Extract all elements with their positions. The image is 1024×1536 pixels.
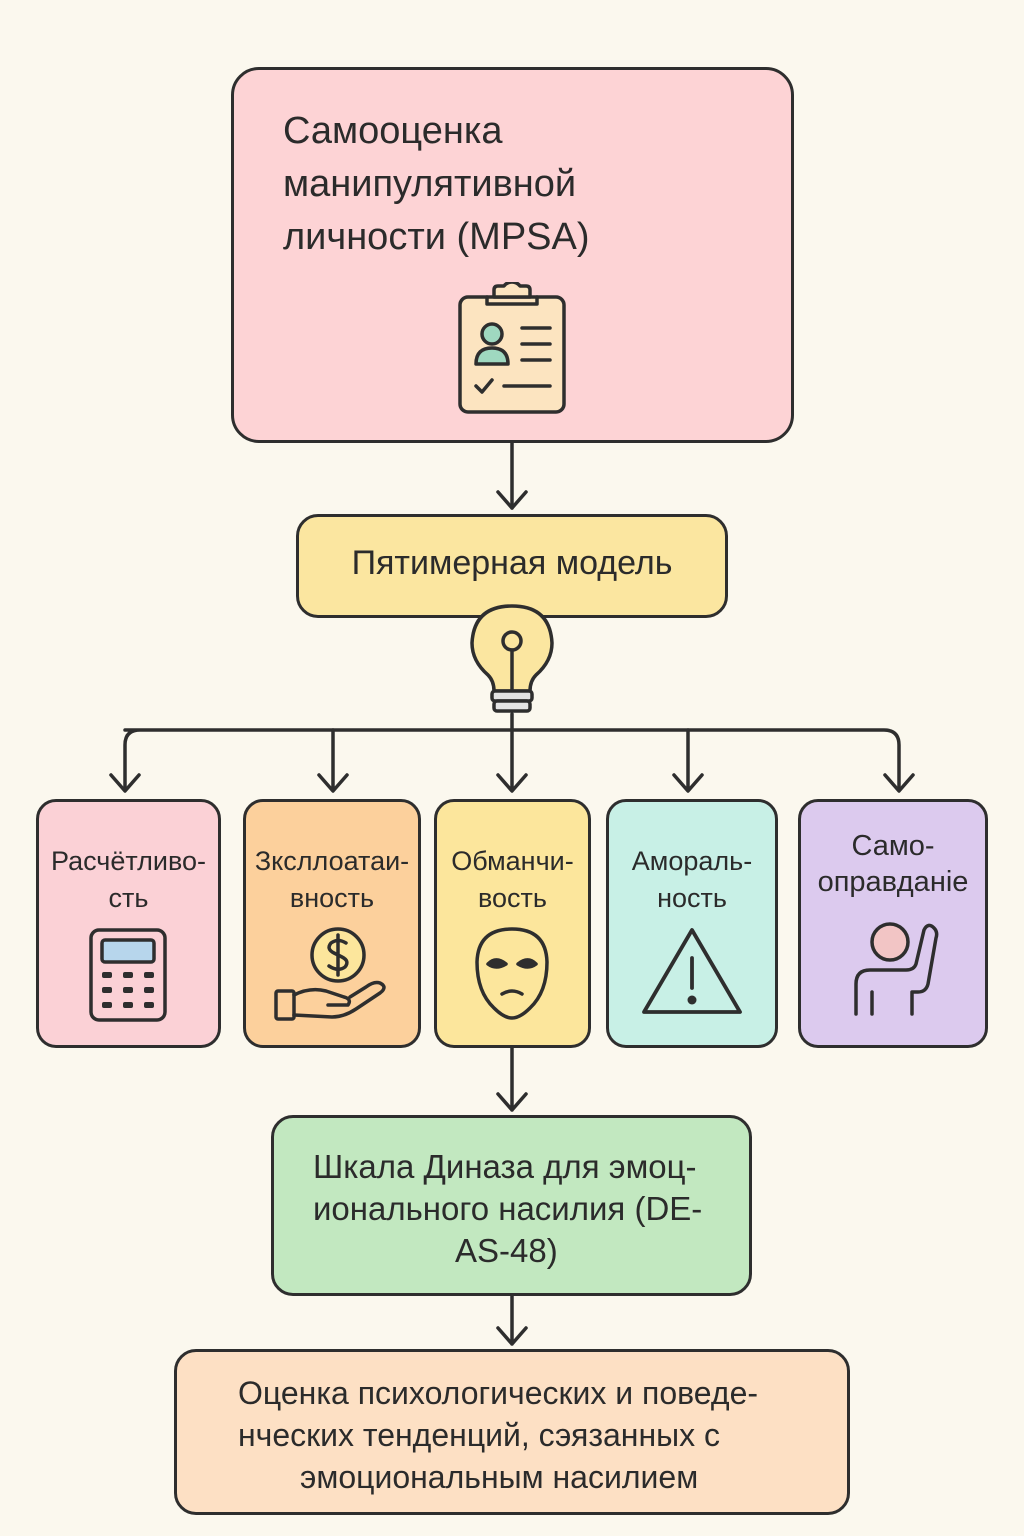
mask-icon: [475, 927, 549, 1020]
mpsa-title-line-2: манипулятивной: [283, 163, 577, 205]
dimension-1-line-1: Расчётливо-: [50, 846, 207, 876]
mpsa-title-line-3: личности (MPSA): [283, 216, 590, 258]
assessment-line-3: эмоциональным насилием: [300, 1459, 699, 1495]
warning-icon: [642, 928, 742, 1014]
assessment-result-box: [174, 1349, 850, 1515]
dimension-4-line-1: Амораль-: [631, 846, 753, 876]
dimension-2-line-1: Зксллоатаи-: [254, 846, 410, 876]
lightbulb-icon: [470, 604, 554, 713]
dinaz-scale-box: [271, 1115, 752, 1296]
dinaz-scale-line-2: ионального насилия (DE-: [313, 1190, 703, 1227]
assessment-line-2: нческих тенденций, сэязанных с: [238, 1417, 721, 1453]
branch-line: [123, 728, 901, 792]
dinaz-scale-line-1: Шкала Диназа для эмоц-: [313, 1148, 697, 1185]
arrow-scale-to-result: [496, 1294, 528, 1346]
clipboard-user-icon: [458, 282, 566, 414]
dimension-5-line-1: Само-: [851, 830, 935, 862]
assessment-line-1: Оценка психологических и поведе-: [238, 1375, 759, 1411]
dimension-5-line-2: оправданiе: [817, 866, 969, 898]
dimension-3-line-2: вость: [478, 883, 547, 913]
dimension-card-exploitativeness: [243, 799, 421, 1048]
arrow-dims-to-scale: [496, 1046, 528, 1112]
dimension-4-line-2: ность: [657, 883, 727, 913]
five-factor-model-label: Пятимерная модель: [351, 544, 673, 582]
mpsa-title-line-1: Самооценка: [283, 110, 503, 152]
dinaz-scale-line-3: AS-48): [455, 1232, 558, 1269]
coin-hand-icon: [274, 927, 386, 1021]
dimension-card-amorality: [606, 799, 778, 1048]
calculator-icon: [89, 928, 167, 1022]
dimension-1-line-2: сть: [108, 883, 149, 913]
dimension-2-line-2: вность: [289, 883, 375, 913]
five-factor-model-box: [296, 514, 728, 618]
dimension-3-line-1: Обманчи-: [451, 846, 574, 876]
person-raising-hand-icon: [854, 922, 939, 1016]
